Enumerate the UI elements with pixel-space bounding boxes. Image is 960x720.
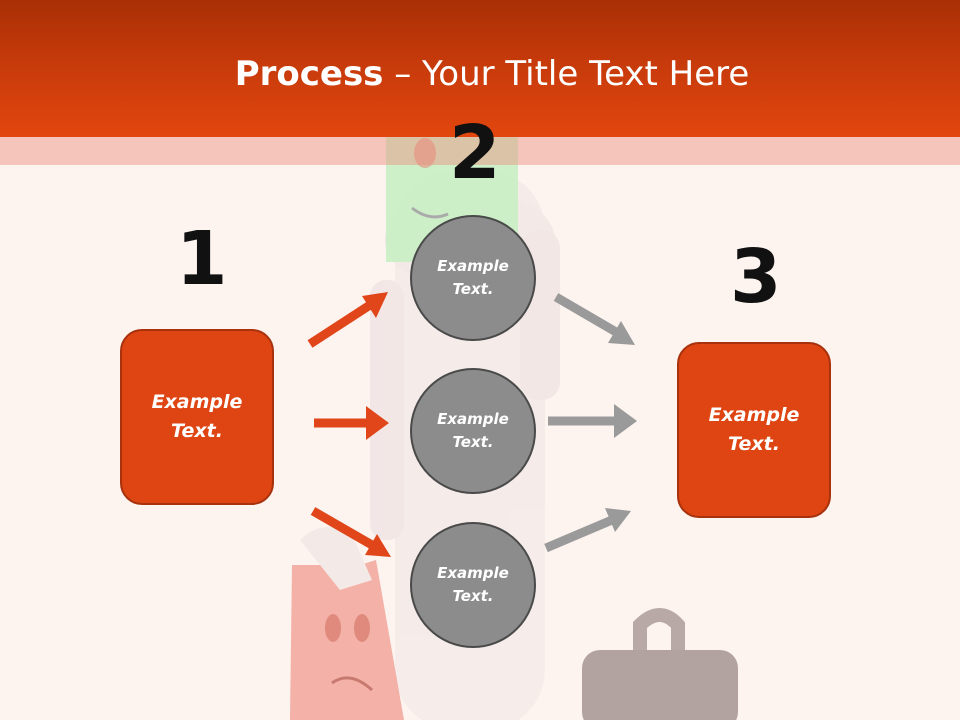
arrow-left-to-circle-1 bbox=[307, 292, 388, 348]
process-circle-1-text: Example Text. bbox=[437, 257, 509, 298]
process-circle-2-text: Example Text. bbox=[437, 410, 509, 451]
process-circle-2: Example Text. bbox=[410, 368, 536, 494]
process-circle-3-text: Example Text. bbox=[437, 564, 509, 605]
step-number-2: 2 bbox=[449, 110, 501, 196]
slide-title: Process – Your Title Text Here bbox=[0, 54, 960, 94]
arrow-circle-3-to-right bbox=[544, 508, 631, 553]
process-box-left-text: Example Text. bbox=[151, 391, 243, 442]
title-rest-part: – Your Title Text Here bbox=[383, 54, 750, 94]
header-accent-strip bbox=[0, 137, 960, 165]
title-bold-part: Process bbox=[234, 54, 384, 94]
process-circle-1: Example Text. bbox=[410, 215, 536, 341]
step-number-3: 3 bbox=[730, 234, 782, 320]
arrow-circle-1-to-right bbox=[553, 293, 635, 345]
process-circle-3: Example Text. bbox=[410, 522, 536, 648]
process-box-left: Example Text. bbox=[120, 329, 274, 505]
process-box-right: Example Text. bbox=[677, 342, 831, 518]
process-box-right-text: Example Text. bbox=[708, 404, 800, 455]
arrow-left-to-circle-3 bbox=[310, 507, 391, 557]
step-number-1: 1 bbox=[176, 216, 228, 302]
header-bar bbox=[0, 0, 960, 137]
arrow-left-to-circle-2 bbox=[314, 406, 389, 440]
arrow-circle-2-to-right bbox=[548, 404, 637, 438]
